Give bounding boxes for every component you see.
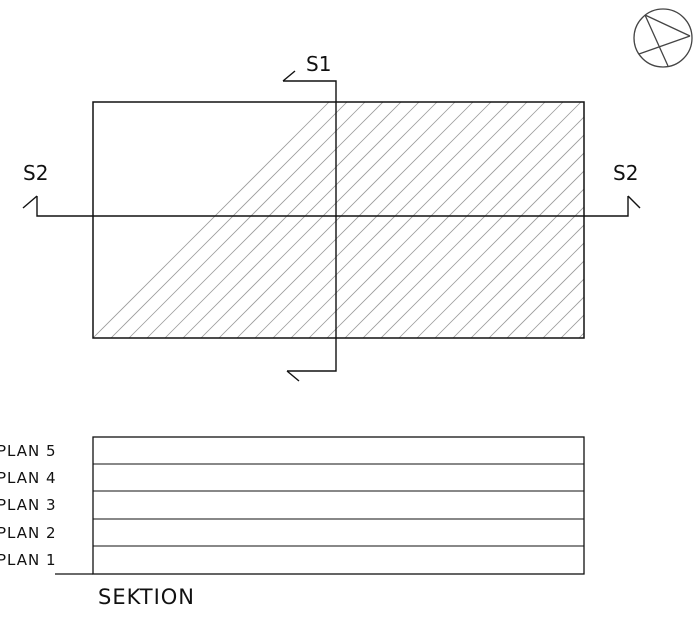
floor-label-plan-5: PLAN 5	[0, 442, 57, 460]
hatch-line	[146, 102, 384, 338]
floor-label-plan-1: PLAN 1	[0, 551, 57, 569]
floor-plan	[92, 101, 700, 339]
hatch-line	[506, 260, 584, 338]
hatch-line	[488, 242, 584, 338]
hatch-line	[633, 102, 700, 338]
hatch-line	[669, 102, 700, 338]
hatch-line	[687, 102, 700, 338]
section-label-s1: S1	[306, 52, 331, 76]
section-label-s2-left: S2	[23, 161, 48, 185]
hatch-line	[398, 152, 584, 338]
hatch-line	[164, 102, 402, 338]
section-title: SEKTION	[98, 585, 195, 609]
hatch-line	[128, 102, 366, 338]
section-line-s2	[22, 195, 641, 217]
hatch-line	[542, 296, 584, 338]
hatch-line	[200, 102, 438, 338]
hatch-line	[182, 102, 420, 338]
hatch-line	[416, 170, 584, 338]
hatch-line	[380, 134, 584, 338]
hatch-line	[344, 102, 582, 338]
hatch-line	[524, 278, 584, 338]
hatch-line	[434, 188, 584, 338]
hatch-line	[110, 102, 348, 338]
section-label-s2-right: S2	[613, 161, 638, 185]
hatch-line	[93, 102, 330, 338]
hatch-line	[308, 102, 546, 338]
floor-label-plan-4: PLAN 4	[0, 469, 57, 487]
hatch-line	[254, 102, 492, 338]
hatch-line	[362, 116, 584, 338]
hatch-line	[452, 206, 584, 338]
hatch-line	[597, 102, 700, 338]
hatch-line	[578, 332, 584, 338]
section-view	[55, 436, 585, 575]
compass-icon	[633, 8, 693, 68]
floor-label-plan-3: PLAN 3	[0, 496, 57, 514]
plan-outline	[92, 101, 585, 339]
hatch-line	[218, 102, 456, 338]
hatch-line	[615, 102, 700, 338]
hatch-line	[272, 102, 510, 338]
hatch-line	[326, 102, 564, 338]
hatch-line	[651, 102, 700, 338]
hatch-line	[470, 224, 584, 338]
hatch-line	[236, 102, 474, 338]
floor-label-plan-2: PLAN 2	[0, 524, 57, 542]
hatch-line	[290, 102, 528, 338]
plan-hatch	[93, 102, 700, 338]
section-line-s1	[282, 70, 337, 382]
section-outline	[92, 436, 585, 575]
